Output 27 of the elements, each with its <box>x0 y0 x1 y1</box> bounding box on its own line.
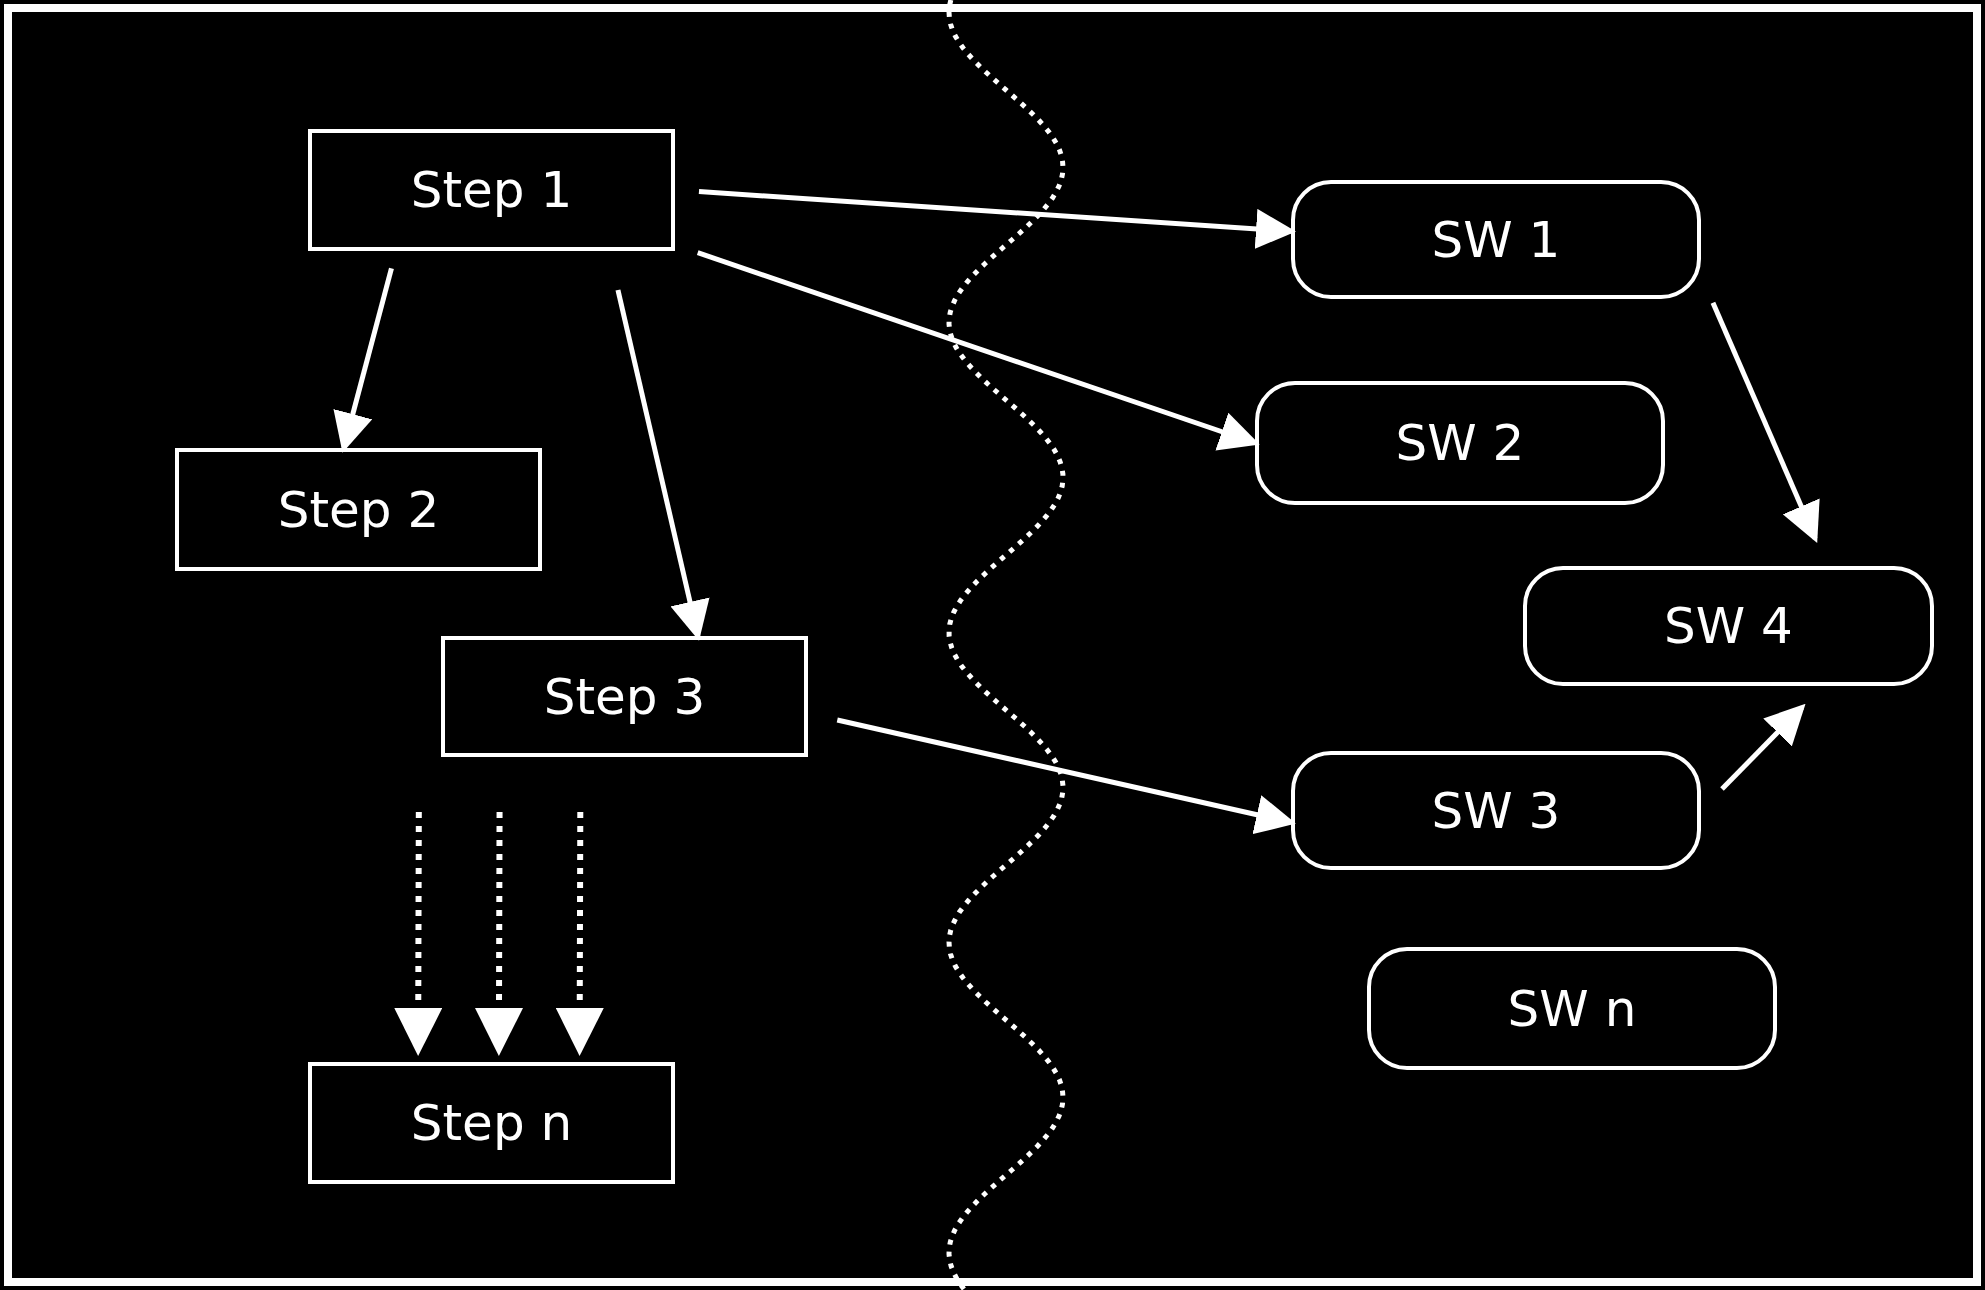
box-label: SW n <box>1507 979 1637 1038</box>
box-label: SW 4 <box>1664 597 1793 655</box>
box-label: SW 3 <box>1431 781 1561 840</box>
arrow <box>696 250 1260 451</box>
box-label: Step 3 <box>543 667 706 726</box>
arrow <box>1710 301 1820 544</box>
box-label: Step 1 <box>410 161 573 219</box>
process-box <box>441 636 808 757</box>
process-box <box>308 1062 675 1184</box>
rounded-box <box>1255 381 1665 505</box>
arrow <box>1720 703 1806 791</box>
box-label: SW 1 <box>1431 210 1561 269</box>
arrow <box>836 717 1296 835</box>
process-box <box>308 129 675 251</box>
arrow <box>333 267 394 453</box>
box-label: Step 2 <box>277 480 440 539</box>
arrow <box>698 189 1296 249</box>
rounded-box <box>1523 566 1934 686</box>
process-box <box>175 448 542 571</box>
rounded-box <box>1291 751 1701 870</box>
arrow <box>475 812 523 1056</box>
box-label: SW 2 <box>1395 414 1525 472</box>
box-label: Step n <box>410 1094 573 1152</box>
arrow <box>394 812 443 1056</box>
rounded-box <box>1367 947 1777 1070</box>
arrow <box>555 812 604 1056</box>
rounded-box <box>1291 180 1701 299</box>
